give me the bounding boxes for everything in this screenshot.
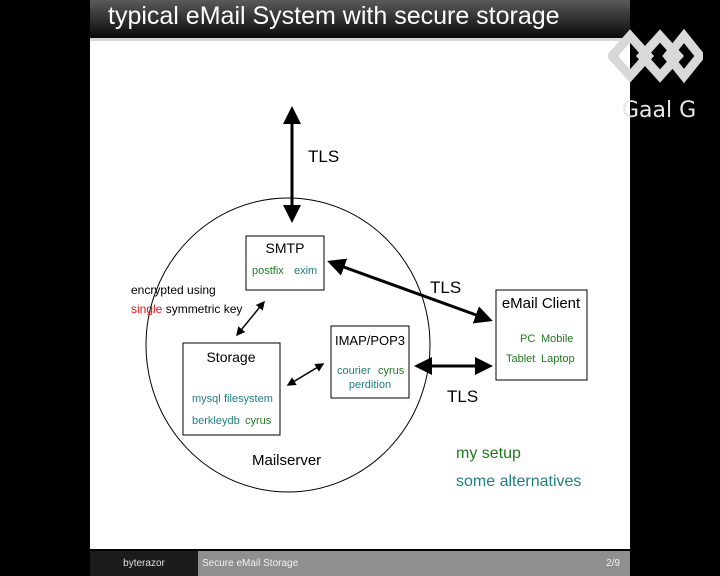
footer-page-number: 2/9 [606,558,620,569]
storage-box [182,342,281,436]
storage-filesystem: filesystem [224,393,273,405]
footer-bar: byterazor Secure eMail Storage 2/9 [90,551,630,576]
storage-berkleydb: berkleydb [192,415,240,427]
client-tablet: Tablet [506,353,535,365]
client-pc: PC [520,333,535,345]
footer-topic: Secure eMail Storage [202,558,299,569]
title-bar [90,0,630,38]
tls-low-label: TLS [447,387,478,406]
client-mobile: Mobile [541,333,573,345]
logo-icon [608,28,703,84]
smtp-postfix: postfix [252,265,284,277]
storage-smtp-arrow [236,300,265,337]
imap-courier: courier [337,365,371,377]
title-divider [90,38,630,41]
storage-imap-arrow [286,363,325,386]
smtp-exim: exim [294,265,317,277]
symmetric-key-text: symmetric key [162,302,242,316]
tls-top-label: TLS [308,147,339,166]
smtp-title: SMTP [266,240,305,256]
smtp-box [245,235,325,291]
legend-my-setup: my setup [456,445,521,462]
legend-alternatives: some alternatives [456,473,581,490]
storage-cyrus: cyrus [245,415,272,427]
imap-perdition: perdition [349,379,391,391]
tls-mid-label: TLS [430,278,461,297]
single-word: single [131,302,163,316]
client-title: eMail Client [502,295,581,312]
logo-text: Gaal G [622,98,697,123]
tls-smtp-client-arrow [327,258,493,324]
email-client-box [495,289,588,381]
encrypted-key-text: single symmetric key [131,302,242,316]
imap-box [330,325,410,399]
footer-author: byterazor [90,551,198,576]
imap-title: IMAP/POP3 [335,333,405,348]
encrypted-text: encrypted using [131,283,216,297]
slide-title: typical eMail System with secure storage [108,2,560,30]
mailserver-label: Mailserver [252,452,321,469]
imap-cyrus: cyrus [378,365,405,377]
storage-mysql: mysql [192,393,221,405]
storage-title: Storage [206,349,255,365]
client-laptop: Laptop [541,353,575,365]
